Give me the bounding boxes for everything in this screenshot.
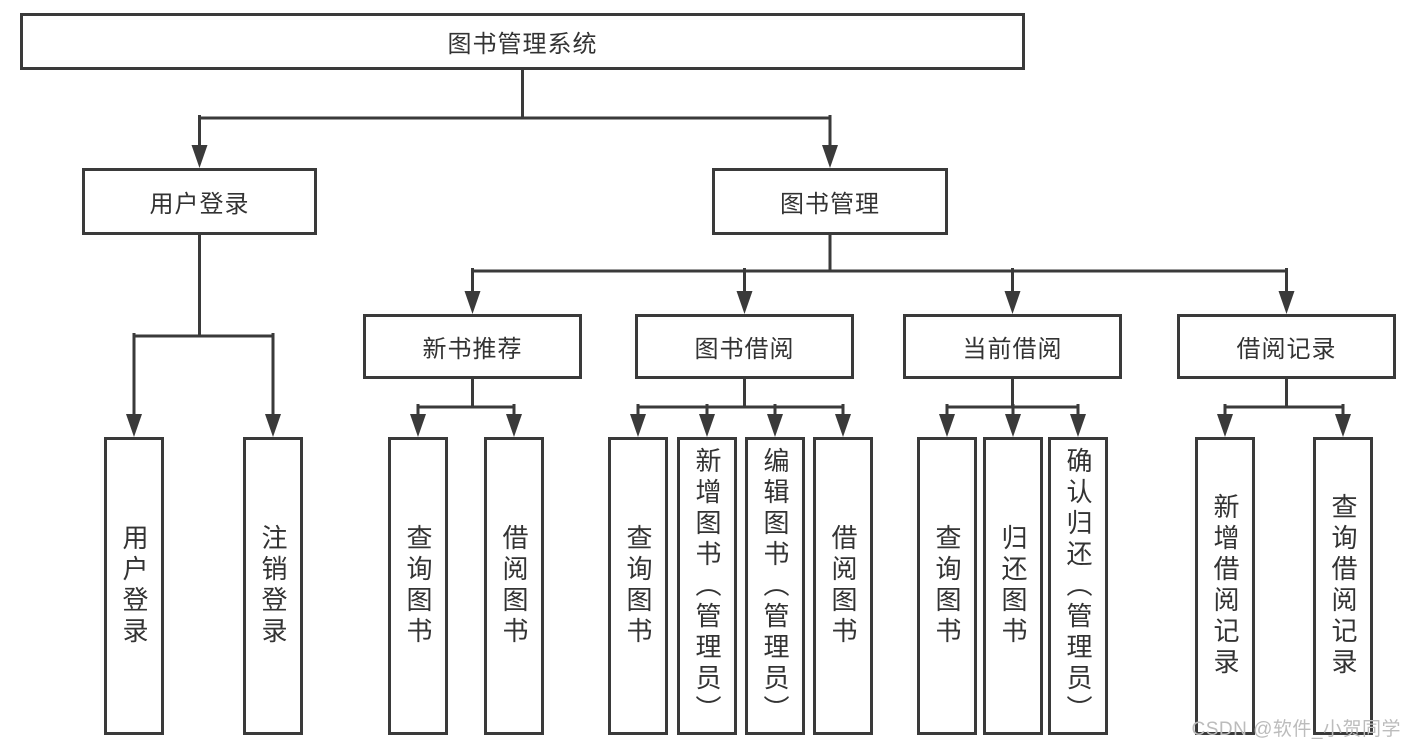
leaf-newbooks-borrow-label: 借阅图书 [499, 524, 529, 648]
leaf-logout: 注销登录 [243, 437, 303, 735]
leaf-newbooks-query: 查询图书 [388, 437, 448, 735]
node-book-mgmt: 图书管理 [712, 168, 948, 235]
node-current-borrow-label: 当前借阅 [962, 336, 1063, 363]
leaf-borrow-query: 查询图书 [608, 437, 668, 735]
node-book-borrow-label: 图书借阅 [694, 336, 795, 363]
node-root: 图书管理系统 [20, 13, 1025, 70]
leaf-records-add-label: 新增借阅记录 [1210, 493, 1240, 679]
leaf-current-confirm: 确认归还（管理员） [1048, 437, 1108, 735]
connector-user-login [132, 233, 275, 416]
node-borrow-records-label: 借阅记录 [1236, 336, 1337, 363]
connector-current-borrow [945, 377, 1080, 416]
leaf-current-return: 归还图书 [983, 437, 1043, 735]
leaf-borrow-edit: 编辑图书（管理员） [745, 437, 805, 735]
leaf-records-add: 新增借阅记录 [1195, 437, 1255, 735]
connector-root [198, 68, 832, 147]
leaf-current-query-label: 查询图书 [932, 524, 962, 648]
node-borrow-records: 借阅记录 [1177, 314, 1396, 379]
leaf-records-query: 查询借阅记录 [1313, 437, 1373, 735]
leaf-borrow-add-label: 新增图书（管理员） [692, 446, 722, 726]
leaf-newbooks-query-label: 查询图书 [403, 524, 433, 648]
node-book-mgmt-label: 图书管理 [780, 191, 880, 218]
leaf-borrow-query-label: 查询图书 [623, 524, 653, 648]
leaf-current-return-label: 归还图书 [998, 524, 1028, 648]
leaf-borrow-borrow: 借阅图书 [813, 437, 873, 735]
leaf-borrow-borrow-label: 借阅图书 [828, 524, 858, 648]
connector-book-mgmt [471, 233, 1288, 293]
node-user-login-label: 用户登录 [149, 191, 250, 218]
node-new-books-label: 新书推荐 [422, 336, 523, 363]
leaf-current-query: 查询图书 [917, 437, 977, 735]
node-root-label: 图书管理系统 [447, 31, 598, 58]
leaf-current-confirm-label: 确认归还（管理员） [1063, 446, 1093, 726]
leaf-records-query-label: 查询借阅记录 [1328, 493, 1358, 679]
leaf-logout-label: 注销登录 [258, 524, 288, 648]
csdn-watermark: CSDN @软件_小贺同学 [1191, 719, 1401, 740]
node-book-borrow: 图书借阅 [635, 314, 854, 379]
connector-book-borrow [636, 377, 845, 416]
node-current-borrow: 当前借阅 [903, 314, 1122, 379]
node-user-login: 用户登录 [82, 168, 317, 235]
connector-borrow-records [1223, 377, 1345, 416]
leaf-user-login-label: 用户登录 [119, 524, 149, 648]
leaf-user-login: 用户登录 [104, 437, 164, 735]
leaf-borrow-edit-label: 编辑图书（管理员） [760, 446, 790, 726]
leaf-newbooks-borrow: 借阅图书 [484, 437, 544, 735]
connector-new-books [416, 377, 516, 416]
leaf-borrow-add: 新增图书（管理员） [677, 437, 737, 735]
node-new-books: 新书推荐 [363, 314, 582, 379]
